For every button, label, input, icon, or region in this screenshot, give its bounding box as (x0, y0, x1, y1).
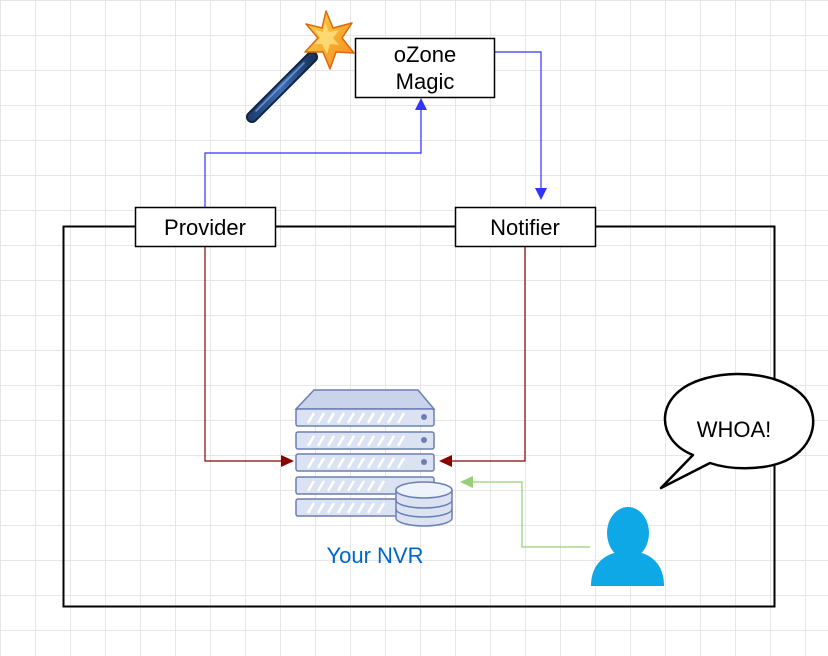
provider-to-nvr-connector (204, 247, 294, 467)
ozone-to-notifier-connector (495, 51, 547, 200)
nvr-label: Your NVR (326, 543, 423, 568)
speech-bubble-text: WHOA! (697, 417, 772, 442)
provider-label: Provider (164, 215, 246, 240)
server-database-icon (294, 389, 453, 527)
ozone-magic-node[interactable]: oZone Magic (354, 37, 496, 99)
notifier-label: Notifier (490, 215, 560, 240)
notifier-node[interactable]: Notifier (454, 206, 597, 248)
user-icon (591, 507, 664, 586)
user-to-nvr-connector (460, 476, 590, 548)
speech-bubble: WHOA! (659, 372, 815, 490)
provider-node[interactable]: Provider (134, 206, 277, 248)
provider-to-ozone-connector (204, 98, 427, 208)
notifier-to-nvr-connector (439, 247, 526, 467)
ozone-magic-label-line2: Magic (396, 69, 455, 94)
ozone-magic-label-line1: oZone (394, 42, 456, 67)
magic-wand-icon (246, 10, 355, 123)
